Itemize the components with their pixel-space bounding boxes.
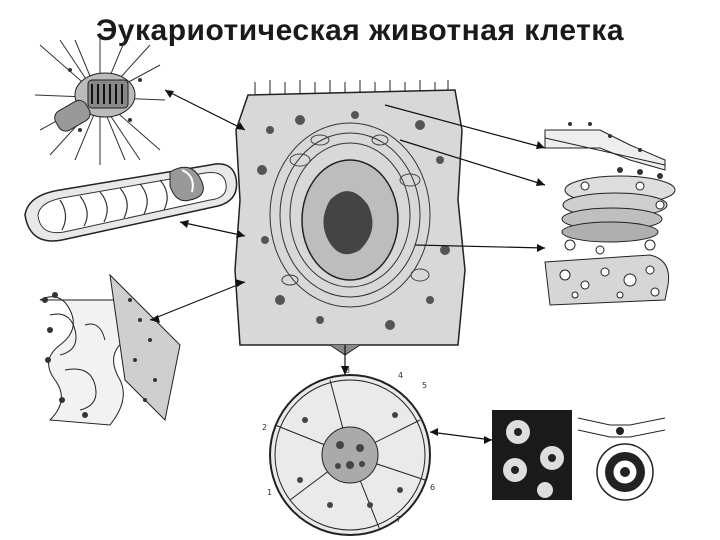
mitochondrion-figure [25, 164, 237, 241]
centriole-figure [35, 38, 165, 165]
nucleus-label-1: 1 [267, 488, 272, 497]
endoplasmic-reticulum-figure [40, 275, 180, 425]
nucleus-label-2: 2 [262, 423, 267, 432]
nucleus-cross-section-figure: 1 2 3 4 5 6 7 [262, 366, 435, 535]
nucleus-label-4: 4 [398, 371, 403, 380]
plasma-membrane-figure [545, 122, 665, 179]
nucleus-label-5: 5 [422, 381, 427, 390]
nucleus-label-6: 6 [430, 483, 435, 492]
animal-cell-figure [235, 80, 465, 355]
nuclear-pore-figure [492, 410, 665, 500]
golgi-apparatus-figure [562, 176, 675, 254]
nucleus-label-7: 7 [396, 515, 401, 524]
nuclear-membrane-figure [545, 255, 669, 305]
